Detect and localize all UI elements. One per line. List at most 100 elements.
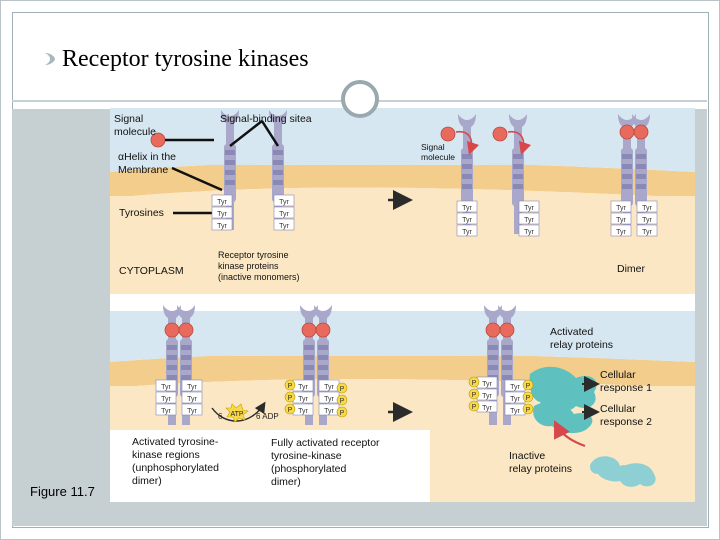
- tyr-label: Tyr: [161, 396, 171, 403]
- tyr-label: Tyr: [324, 384, 334, 391]
- activated-relay-protein-2: [533, 401, 593, 434]
- tyr-label: Tyr: [482, 381, 492, 388]
- right-margin-band: [695, 109, 707, 502]
- bottom-margin-band: [12, 502, 707, 526]
- tyrosines-label: Tyrosines: [119, 207, 164, 219]
- left-margin-band: [12, 109, 110, 502]
- tyr-label: Tyr: [482, 393, 492, 400]
- tyr-label: Tyr: [187, 396, 197, 403]
- slide-ring-ornament: [341, 80, 379, 118]
- tyr-label: Tyr: [279, 211, 289, 218]
- tyr-label: Tyr: [324, 396, 334, 403]
- signal-molecule-icon: [440, 126, 456, 142]
- phosphate-label: P: [526, 383, 531, 390]
- phosphate-label: P: [472, 380, 477, 387]
- top-cytoplasm: [110, 196, 695, 294]
- tyr-label: Tyr: [161, 384, 171, 391]
- tyr-label: Tyr: [324, 408, 334, 415]
- phosphate-label: P: [340, 398, 345, 405]
- dimer-label: Dimer: [617, 263, 645, 275]
- signal-molecule-icon: [301, 322, 317, 338]
- phosphate-label: P: [288, 383, 293, 390]
- tyr-label: Tyr: [187, 384, 197, 391]
- recruitment-arrow: [554, 420, 586, 448]
- inactive-relay-protein-2: [619, 463, 656, 487]
- signal-molecule-icon: [499, 322, 515, 338]
- adp-label: 6 ADP: [256, 412, 279, 421]
- top-panel: [110, 108, 695, 294]
- slide-title: Receptor tyrosine kinases: [62, 45, 309, 72]
- tyr-label: Tyr: [279, 223, 289, 230]
- bottom-extracellular: [110, 311, 695, 356]
- tyr-label: Tyr: [510, 408, 520, 415]
- atp-count-label: 6: [218, 412, 223, 421]
- binding-arrow: [507, 130, 532, 156]
- activated-regions-label: Activated tyrosine-kinase regions(unphos…: [132, 436, 219, 487]
- tyr-label: Tyr: [161, 408, 171, 415]
- phosphate-label: P: [472, 404, 477, 411]
- tyr-label: Tyr: [217, 223, 227, 230]
- atp-burst-icon: [225, 403, 249, 423]
- tyr-label: Tyr: [217, 211, 227, 218]
- tyr-label: Tyr: [462, 217, 472, 224]
- tyr-label: Tyr: [298, 396, 308, 403]
- phosphate-label: P: [288, 407, 293, 414]
- tyr-label: Tyr: [616, 229, 626, 236]
- cytoplasm-label: CYTOPLASM: [119, 265, 184, 277]
- tyr-label: Tyr: [298, 408, 308, 415]
- tyr-label: Tyr: [217, 199, 227, 206]
- bottom-panel: [110, 305, 695, 502]
- signal-molecule-icon: [178, 322, 194, 338]
- tyr-group-phos-a: [284, 379, 314, 416]
- signal-molecule-icon: [619, 124, 635, 140]
- phosphate-label: P: [340, 386, 345, 393]
- tyr-label: Tyr: [298, 384, 308, 391]
- tyr-label: Tyr: [510, 384, 520, 391]
- tyr-label: Tyr: [524, 217, 534, 224]
- phosphate-label: P: [288, 395, 293, 402]
- signal-molecule-icon: [492, 126, 508, 142]
- signal-molecule-icon: [164, 322, 180, 338]
- top-extracellular: [110, 108, 695, 165]
- phosphate-label: P: [340, 410, 345, 417]
- tyr-group-relay-a: [468, 376, 498, 413]
- activated-relay-protein-1: [529, 366, 597, 413]
- tyr-label: Tyr: [524, 205, 534, 212]
- tyr-label: Tyr: [616, 205, 626, 212]
- tyr-label: Tyr: [279, 199, 289, 206]
- tyr-label: Tyr: [642, 205, 652, 212]
- top-membrane: [110, 161, 695, 198]
- signal-molecule-icon: [315, 322, 331, 338]
- atp-label: ATP: [230, 411, 243, 418]
- tyr-label: Tyr: [616, 217, 626, 224]
- tyr-label: Tyr: [462, 205, 472, 212]
- tyr-group-relay-b: [504, 379, 534, 416]
- signal-binding-sites-label: Signal-binding sitea: [220, 113, 312, 125]
- tyr-label: Tyr: [642, 229, 652, 236]
- tyr-label: Tyr: [524, 229, 534, 236]
- figure-label: Figure 11.7: [30, 484, 95, 499]
- tyr-group-phos-b: [318, 379, 348, 418]
- phosphate-label: P: [472, 392, 477, 399]
- bullet-icon: [45, 53, 55, 65]
- signal-molecule-icon: [633, 124, 649, 140]
- phosphorylation-arrow: [211, 401, 266, 422]
- phosphate-labels: PPP PPP PPP PPP: [288, 380, 531, 417]
- signal-molecule-icon: [485, 322, 501, 338]
- tyr-label: Tyr: [187, 408, 197, 415]
- atp-adp-labels: 6 ATP 6 ADP: [218, 411, 279, 421]
- tyr-label: Tyr: [462, 229, 472, 236]
- tyr-label: Tyr: [510, 396, 520, 403]
- tyr-label: Tyr: [482, 405, 492, 412]
